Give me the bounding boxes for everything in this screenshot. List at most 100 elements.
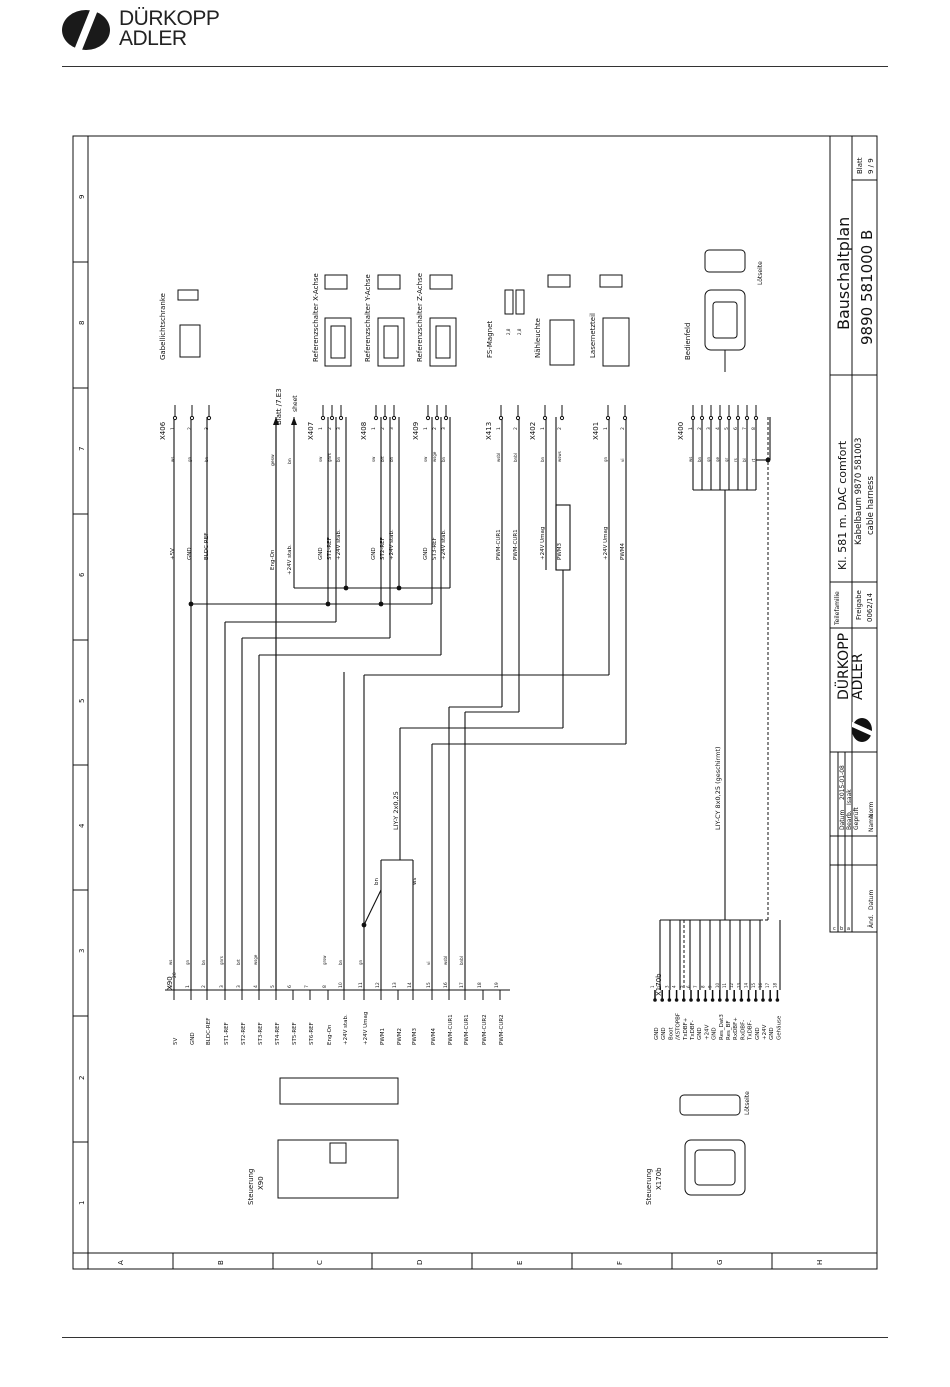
connector-pin-icon xyxy=(373,415,379,421)
grid-col-label-4: 4 xyxy=(78,823,86,828)
connector-labels: X90 X170b Steuerung X90 Steuerung X170b … xyxy=(166,261,764,1205)
x170b-pin-dot xyxy=(689,998,693,1002)
connector-pin-number: 2 xyxy=(432,427,438,430)
liy-cable-label: LIY-Y 2x0,25 xyxy=(392,791,400,830)
grid-col-label-2: 2 xyxy=(78,1076,86,1080)
connector-signal-name: PWM-CUR1 xyxy=(496,529,502,560)
connector-wire-color: bn xyxy=(697,456,702,462)
connector-pin-number: 2 xyxy=(620,427,626,430)
connector-signal-name: PWM4 xyxy=(620,542,626,560)
connector-pin-number: 2 xyxy=(380,427,386,430)
name-label: Name xyxy=(868,814,875,832)
x90-pin-number: 15 xyxy=(426,982,432,988)
connector-signal-name: +5V xyxy=(170,548,176,560)
connector-pin-icon xyxy=(744,415,750,421)
x90-signal-name: ST2-REF xyxy=(241,1022,247,1045)
component-name-x413: FS-Magnet xyxy=(486,321,494,358)
connector-pin-icon xyxy=(717,415,723,421)
connector-wire-color: bn xyxy=(441,456,446,462)
grid-col-label-7: 7 xyxy=(78,447,86,451)
connector-pin-number: 1 xyxy=(318,427,324,430)
connector-wire-color: sw xyxy=(423,456,428,462)
x90-wire-color: gn xyxy=(185,959,190,965)
frame-outer xyxy=(72,135,878,1270)
x90-pin-header: 20 xyxy=(172,972,178,978)
x170b-pin-number: 11 xyxy=(722,982,727,988)
x90-wire-color: wsge xyxy=(253,954,258,965)
connector-wire-color: gn xyxy=(187,456,192,462)
x170b-signal-name: GND xyxy=(769,1027,775,1040)
x90-pin-number: 18 xyxy=(477,982,483,988)
connector-pin-icon xyxy=(605,415,611,421)
p24-stab-label: +24V stab. xyxy=(287,544,293,575)
x170b-pin-number: 1 xyxy=(650,985,655,988)
component-name-x409: Referenzschalter Z-Achse xyxy=(416,273,424,362)
grid-col-label-1: 1 xyxy=(78,1201,86,1205)
connector-signal-name: +24V stab. xyxy=(441,529,447,560)
x170b-pin-dot xyxy=(703,998,708,1002)
x170b-steuerung-conn: X170b xyxy=(655,1167,663,1190)
x170b-loetseite: Lötseite xyxy=(744,1091,751,1115)
x90-wire-color: grsw xyxy=(322,955,327,965)
connector-pin-number: 1 xyxy=(603,427,609,430)
connector-pin-icon xyxy=(382,415,388,421)
connector-pin-number: 3 xyxy=(389,427,395,430)
x170b-pin-number: 3 xyxy=(664,985,669,988)
connector-pin-icon xyxy=(542,415,548,421)
grid-col-label-5: 5 xyxy=(78,699,86,703)
x90-wire-color: bn xyxy=(201,959,206,965)
rev-b: b xyxy=(840,926,843,932)
connector-wire-color: ge xyxy=(715,456,720,462)
subtitle-3: cable harness xyxy=(866,475,876,535)
connector-signal-name: +24V Umag xyxy=(603,527,609,560)
connector-label-x401: X401 xyxy=(592,422,600,440)
connector-label-x413: X413 xyxy=(485,422,493,440)
connector-label-x409: X409 xyxy=(412,422,420,440)
x90-steuerung-label: Steuerung xyxy=(247,1169,255,1205)
x90-signal-name: ST6-REF xyxy=(309,1022,315,1045)
connector-wire-color: wsge xyxy=(432,451,437,462)
wiring xyxy=(173,417,781,990)
connector-signal-name: +24V stab. xyxy=(336,529,342,560)
aend-label: Änd. xyxy=(868,914,875,928)
rev-c: a xyxy=(847,926,850,932)
connector-wire-color: gn xyxy=(603,456,608,462)
connector-pin-number: 2 xyxy=(327,427,333,430)
x90-signal-name: 5V xyxy=(173,1038,179,1045)
x90-signal-name: PWM2 xyxy=(397,1028,403,1045)
subtitle-1: Kl. 581 m. DAC comfort xyxy=(836,440,849,570)
connector-pin-number: 3 xyxy=(204,427,210,430)
freigabe-value: 0062/14 xyxy=(866,592,874,622)
connector-pin-number: 1 xyxy=(170,427,176,430)
x170b-pin-number: 12 xyxy=(729,982,734,988)
x90-signal-name: +24V stab. xyxy=(343,1014,349,1045)
company-line2: ADLER xyxy=(850,653,866,700)
connector-signal-name: ST1-REF xyxy=(327,537,333,560)
x90-pin-number: 12 xyxy=(375,982,381,988)
x170b-signal-name: TxDBF- xyxy=(748,1020,754,1041)
connector-wire-color: brt xyxy=(380,456,385,462)
fs-magnet-pin-size: 2,8 xyxy=(517,328,522,335)
x170b-steuerung-label: Steuerung xyxy=(645,1169,653,1205)
x170b-pin-number: 10 xyxy=(715,982,720,988)
connector-label-x407: X407 xyxy=(307,422,315,440)
connector-wire-color: rt xyxy=(751,458,756,462)
connector-pin-icon xyxy=(329,415,335,421)
connector-signal-name: GND xyxy=(423,547,429,560)
x170b-signal-name: GND xyxy=(712,1027,718,1040)
x90-pin-number: 11 xyxy=(358,982,364,988)
x90-signal-name: PWM4 xyxy=(431,1027,437,1045)
x90-signal-name: PWM-CUR1 xyxy=(464,1014,470,1045)
x170b-pin-dot xyxy=(725,998,729,1002)
connector-pin-icon xyxy=(206,415,212,421)
connector-label-x408: X408 xyxy=(360,422,368,440)
connector-label-x406: X406 xyxy=(159,421,167,440)
connector-signal-name: ST2-REF xyxy=(380,537,386,560)
x170b-pin-dot xyxy=(710,998,715,1002)
brand-line2: ADLER xyxy=(119,27,187,50)
connector-wire-color: gr xyxy=(724,457,729,462)
title-block xyxy=(829,135,878,933)
